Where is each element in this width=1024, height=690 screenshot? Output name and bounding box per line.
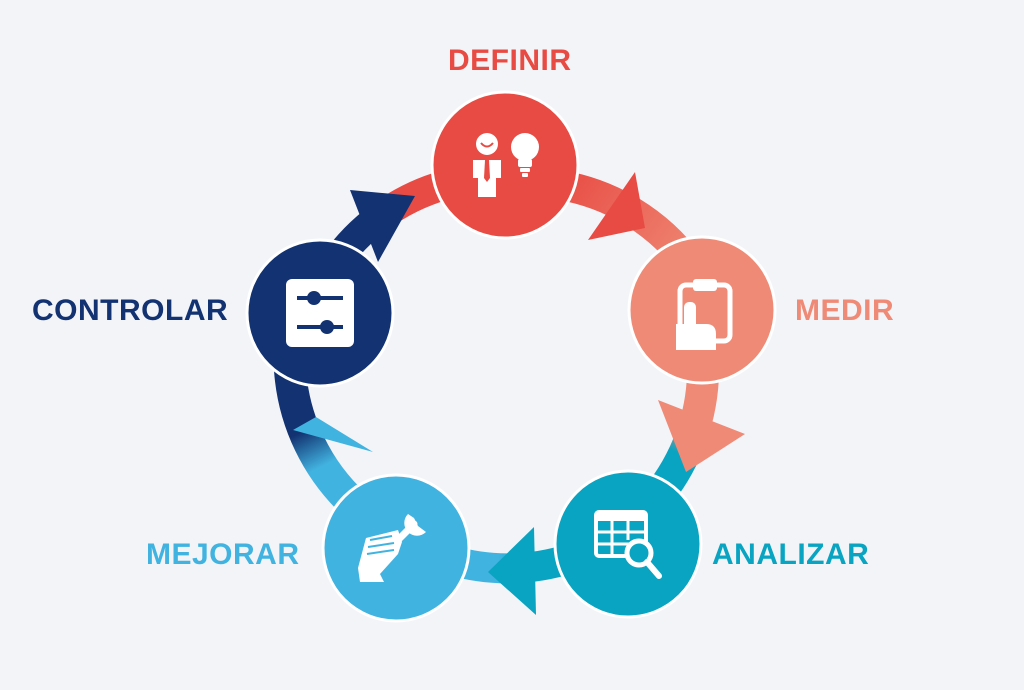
label-mejorar: MEJORAR: [146, 538, 300, 571]
clipboard-hand-icon: [676, 279, 733, 350]
sliders-icon: [286, 279, 354, 347]
stage-controlar: [245, 238, 395, 388]
stage-analizar: [553, 469, 703, 619]
table-magnifier-icon: [594, 510, 662, 579]
stage-mejorar: [321, 473, 471, 623]
label-definir: DEFINIR: [448, 44, 572, 77]
stage-definir: [430, 90, 580, 240]
label-medir: MEDIR: [795, 294, 895, 327]
person-lightbulb-icon: [473, 133, 539, 197]
hand-wrench-icon: [358, 514, 426, 582]
stage-medir: [627, 235, 777, 385]
label-analizar: ANALIZAR: [712, 538, 870, 571]
label-controlar: CONTROLAR: [32, 294, 229, 327]
arrow-mejorar-to-controlar: [274, 368, 373, 517]
